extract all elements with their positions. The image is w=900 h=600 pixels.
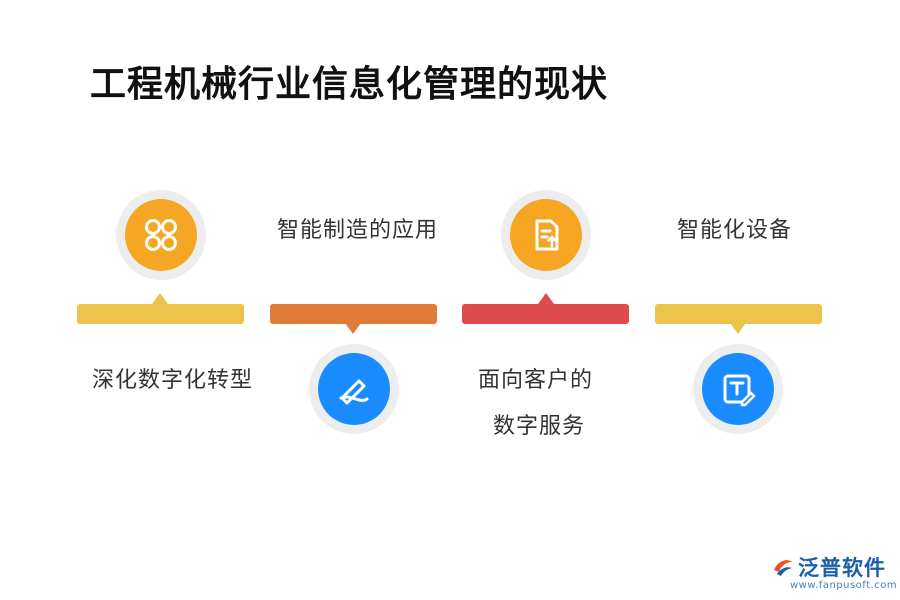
item-1-label: 深化数字化转型 <box>92 368 254 393</box>
timeline-bar-4 <box>655 304 822 324</box>
text-edit-icon <box>723 374 756 407</box>
item-4-label: 智能化设备 <box>677 218 793 243</box>
item-4-icon-ring <box>693 344 783 434</box>
item-2-label: 智能制造的应用 <box>277 218 439 243</box>
item-1-icon-ring <box>116 190 206 280</box>
timeline-pointer-2 <box>345 323 361 334</box>
item-2-icon-circle <box>318 353 390 425</box>
item-4-icon-circle <box>702 353 774 425</box>
brand-url: www.fanpusoft.com <box>790 580 898 591</box>
document-upload-icon <box>535 219 559 251</box>
item-3-icon-ring <box>501 190 591 280</box>
item-3-icon-circle <box>510 199 582 271</box>
timeline-bar-3 <box>462 304 629 324</box>
timeline-pointer-4 <box>730 323 746 334</box>
brand-name: 泛普软件 <box>798 556 886 580</box>
brand-logo: 泛普软件 <box>772 552 886 582</box>
pen-signature-icon <box>339 379 369 405</box>
item-3-label-line-2: 数字服务 <box>493 414 586 439</box>
item-3-label-line-1: 面向客户的 <box>478 368 594 393</box>
timeline-bar-1 <box>77 304 244 324</box>
grid-circles-icon <box>145 219 177 251</box>
timeline-pointer-3 <box>538 293 554 304</box>
item-2-icon-ring <box>309 344 399 434</box>
brand-mark-icon <box>774 560 792 576</box>
page-title: 工程机械行业信息化管理的现状 <box>90 63 609 105</box>
item-1-icon-circle <box>125 199 197 271</box>
timeline-bar-2 <box>270 304 437 324</box>
timeline-pointer-1 <box>152 293 168 304</box>
